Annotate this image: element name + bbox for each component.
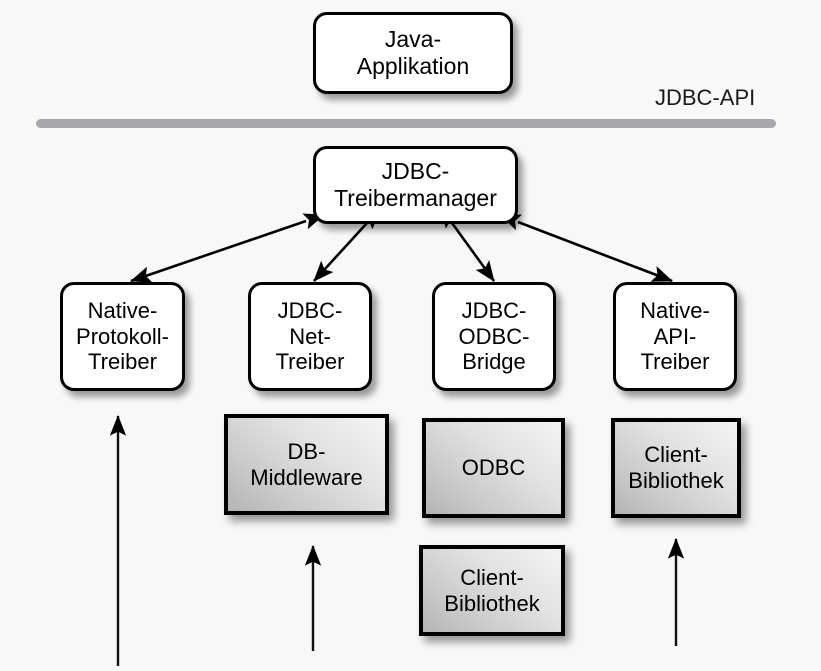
connector-manager-native-api [499,214,673,283]
node-java-application-label: Java- Applikation [356,26,470,79]
node-java-application[interactable]: Java- Applikation [313,12,513,94]
node-jdbc-driver-manager-label: JDBC- Treibermanager [334,158,497,211]
node-client-library-odbc[interactable]: Client- Bibliothek [419,545,565,636]
connector-manager-jdbc-net [313,208,381,282]
jdbc-api-separator-bar [36,119,776,128]
node-jdbc-net-driver-label: JDBC- Net- Treiber [275,298,345,375]
node-db-middleware[interactable]: DB- Middleware [224,414,389,515]
node-odbc-label: ODBC [461,455,526,481]
node-native-api-driver[interactable]: Native- API- Treiber [613,282,737,391]
connector-manager-jdbc-odbc-bridge [440,206,496,282]
node-client-library-odbc-label: Client- Bibliothek [444,564,540,616]
node-jdbc-driver-manager[interactable]: JDBC- Treibermanager [313,146,518,224]
connector-manager-native-protocol [130,213,325,283]
node-jdbc-net-driver[interactable]: JDBC- Net- Treiber [248,282,372,391]
node-jdbc-odbc-bridge[interactable]: JDBC- ODBC- Bridge [432,282,556,391]
node-db-middleware-label: DB- Middleware [250,438,363,490]
node-jdbc-odbc-bridge-label: JDBC- ODBC- Bridge [458,298,530,375]
node-native-api-driver-label: Native- API- Treiber [640,298,710,375]
node-native-protocol-driver-label: Native- Protokoll- Treiber [76,298,169,375]
node-native-protocol-driver[interactable]: Native- Protokoll- Treiber [60,282,185,391]
jdbc-api-label: JDBC-API [655,85,756,110]
node-client-library-native-api[interactable]: Client- Bibliothek [611,418,741,518]
node-odbc[interactable]: ODBC [422,418,565,518]
node-client-library-native-api-label: Client- Bibliothek [628,442,724,493]
